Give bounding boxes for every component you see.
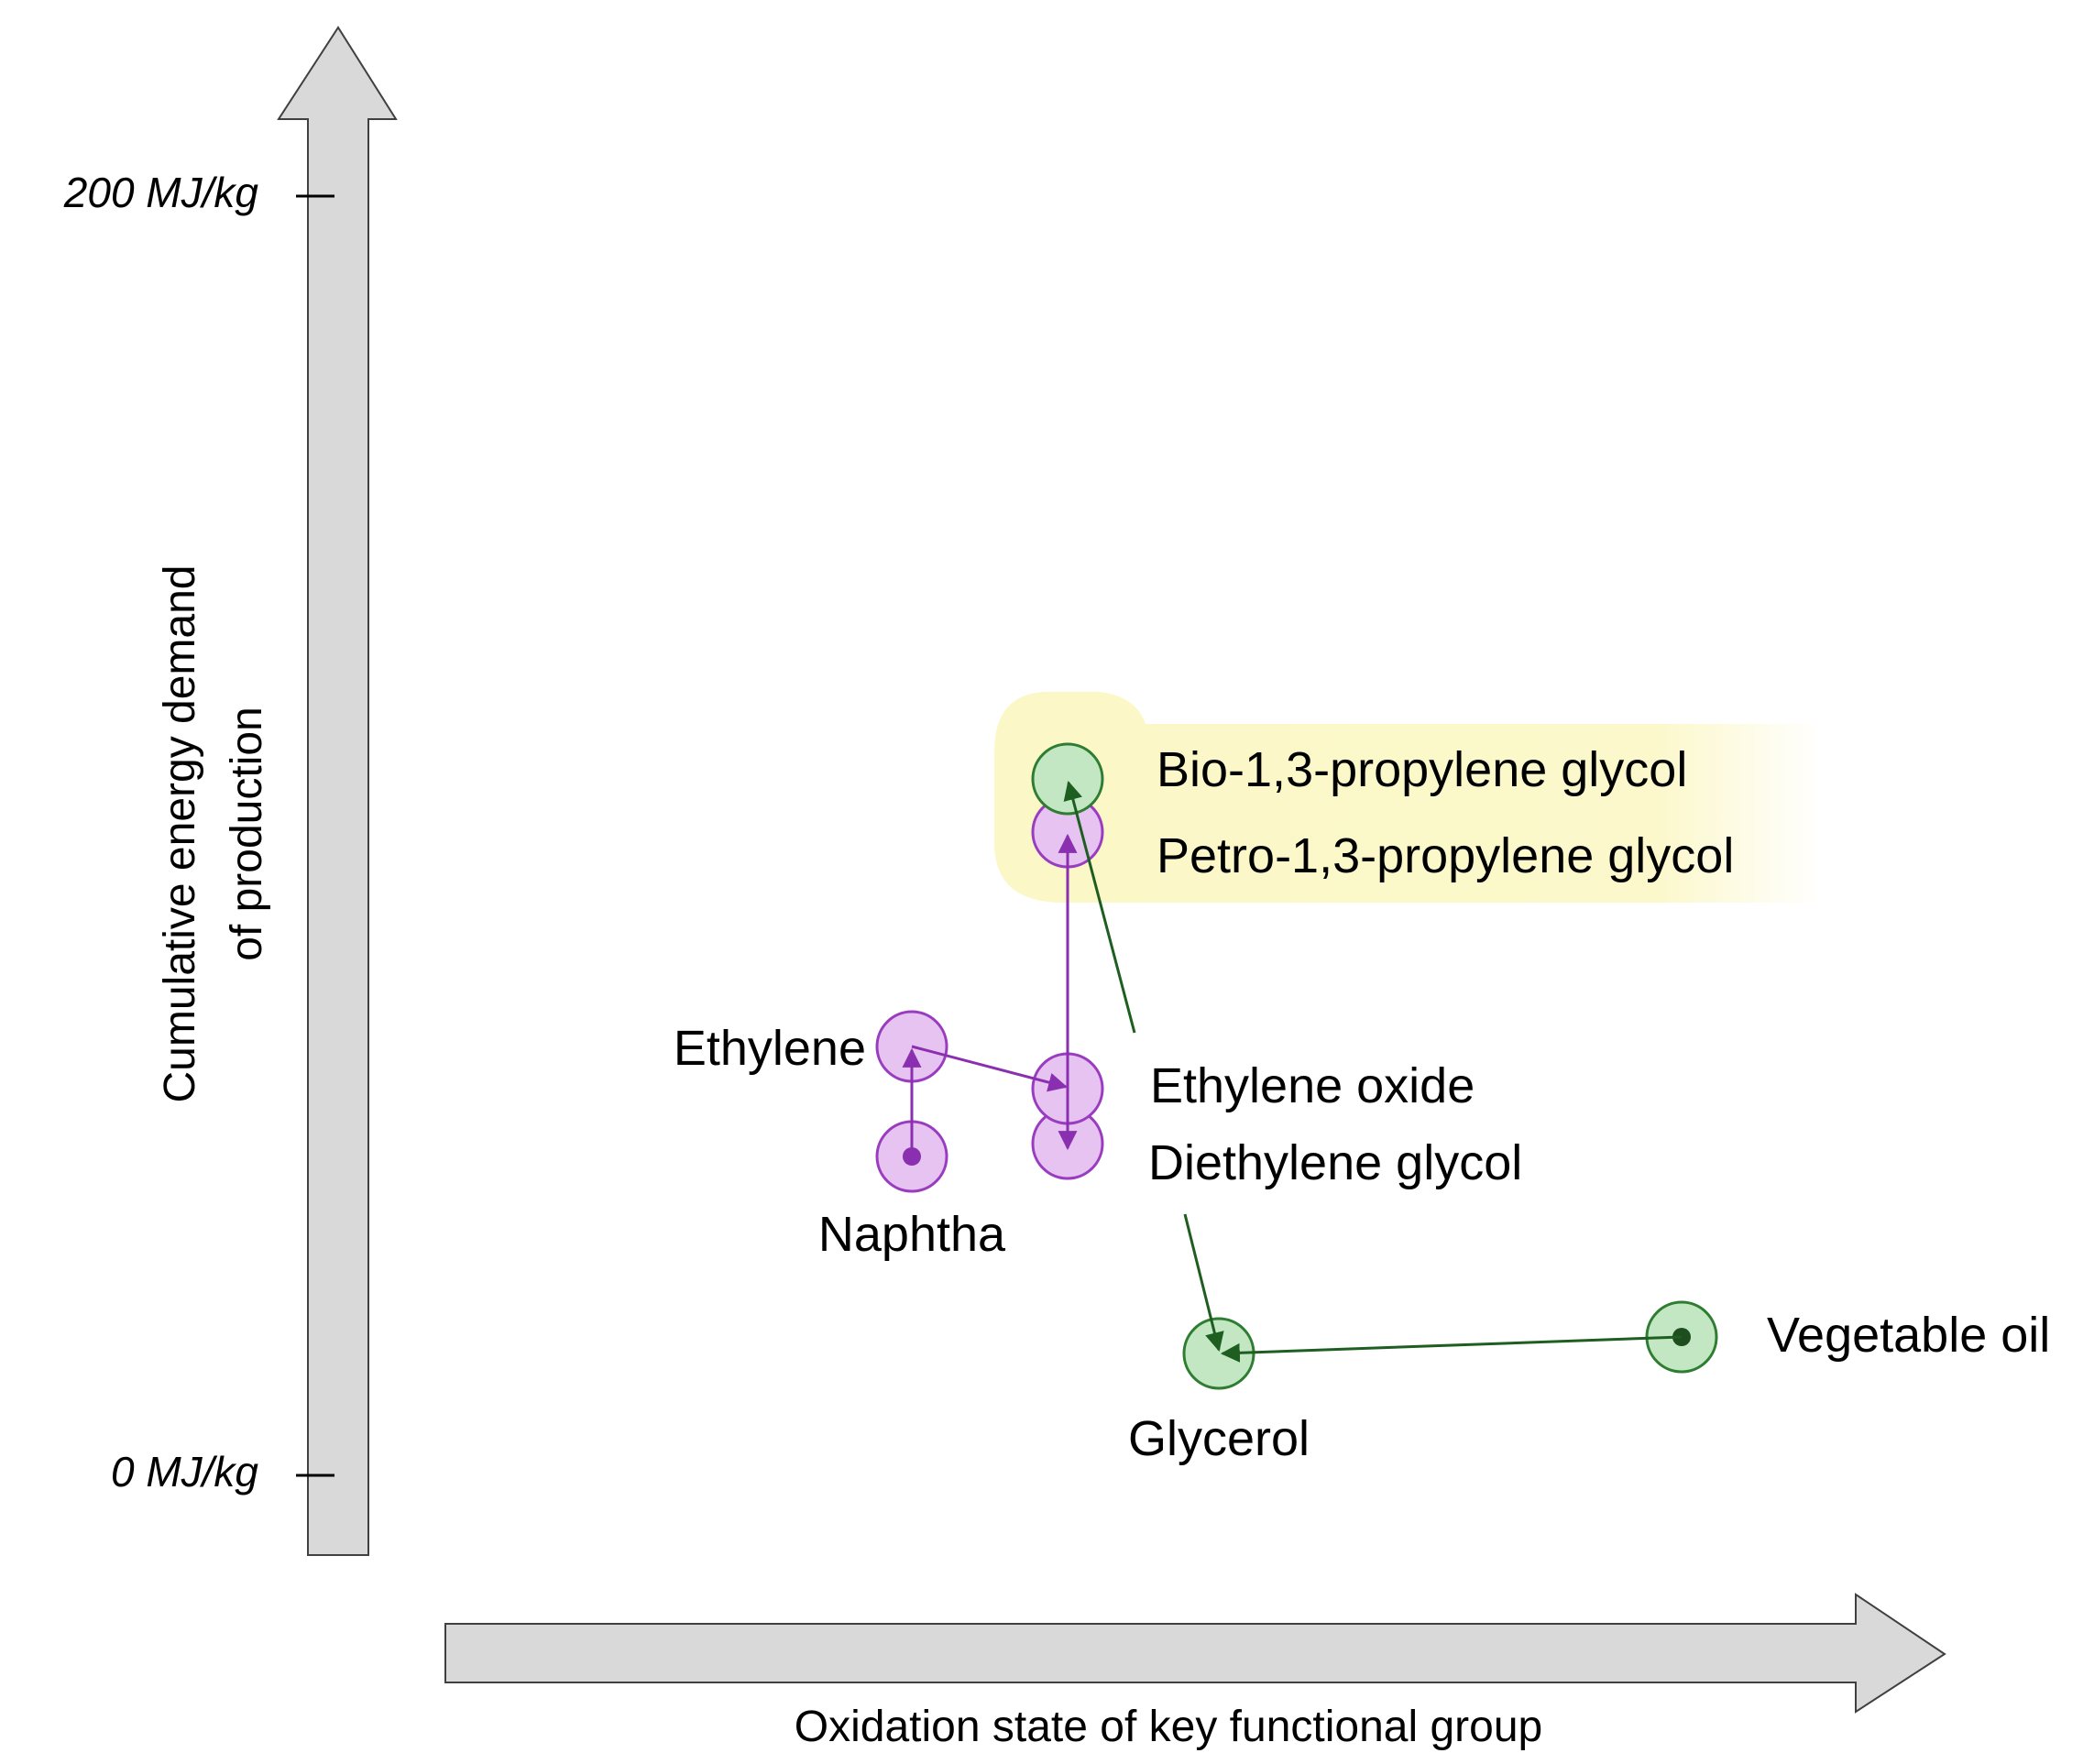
y-tick-label-200: 200 MJ/kg bbox=[63, 169, 259, 216]
x-axis-label: Oxidation state of key functional group bbox=[795, 1703, 1543, 1751]
label-diethylene-glycol: Diethylene glycol bbox=[1148, 1135, 1522, 1190]
y-axis-arrow bbox=[277, 26, 398, 1556]
y-axis-label-line2: of production bbox=[223, 707, 271, 961]
label-petro-pg: Petro-1,3-propylene glycol bbox=[1157, 828, 1734, 883]
label-bio-pg: Bio-1,3-propylene glycol bbox=[1157, 742, 1687, 797]
arrow-ethylene-to-ethylene-oxide bbox=[911, 1045, 1069, 1092]
label-vegetable-oil: Vegetable oil bbox=[1767, 1308, 2050, 1363]
y-tick-label-0: 0 MJ/kg bbox=[111, 1448, 258, 1496]
label-naphtha: Naphtha bbox=[818, 1207, 1006, 1262]
label-ethylene-oxide: Ethylene oxide bbox=[1150, 1058, 1475, 1113]
arrow-glycerol-in bbox=[1183, 1213, 1224, 1353]
propylene-glycol-highlight bbox=[994, 692, 1824, 903]
y-axis-label-line1: Cumulative energy demand bbox=[156, 565, 204, 1103]
label-glycerol: Glycerol bbox=[1128, 1411, 1310, 1466]
bio-pg-node bbox=[1031, 742, 1104, 816]
arrow-to-bio-pg bbox=[1063, 780, 1136, 1034]
arrow-vegetable-oil-to-glycerol bbox=[1220, 1335, 1683, 1363]
x-axis-arrow bbox=[444, 1593, 1946, 1714]
label-ethylene: Ethylene bbox=[674, 1021, 866, 1076]
